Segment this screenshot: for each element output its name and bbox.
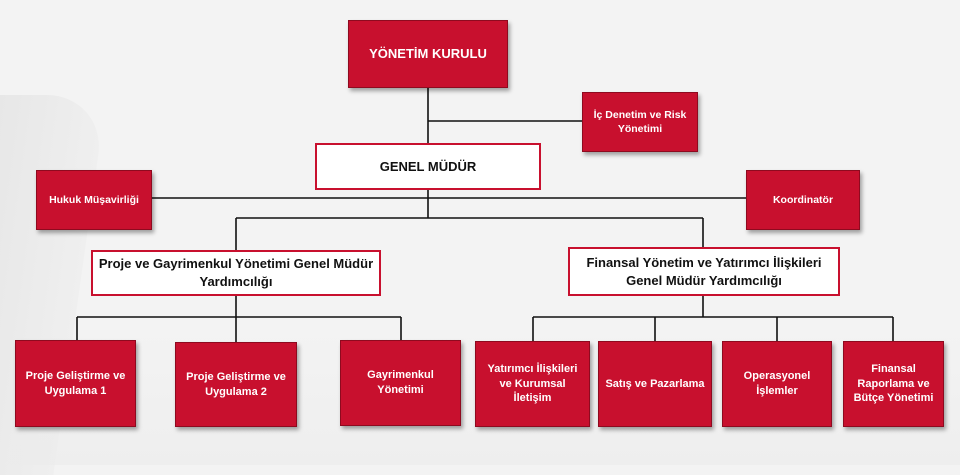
operational-transactions-box: Operasyonel İşlemler (722, 341, 832, 427)
financial-reporting-box: Finansal Raporlama ve Bütçe Yönetimi (843, 341, 944, 427)
legal-counsel-box: Hukuk Müşavirliği (36, 170, 152, 230)
board-box: YÖNETİM KURULU (348, 20, 508, 88)
connector-lines (76, 88, 894, 342)
general-manager-box: GENEL MÜDÜR (315, 143, 541, 190)
project-unit-2-box: Proje Geliştirme ve Uygulama 2 (175, 342, 297, 427)
real-estate-management-box: Gayrimenkul Yönetimi (340, 340, 461, 426)
project-deputy-box: Proje ve Gayrimenkul Yönetimi Genel Müdü… (91, 250, 381, 296)
sales-marketing-box: Satış ve Pazarlama (598, 341, 712, 427)
investor-relations-box: Yatırımcı İlişkileri ve Kurumsal İletişi… (475, 341, 590, 427)
internal-audit-box: İç Denetim ve Risk Yönetimi (582, 92, 698, 152)
project-unit-1-box: Proje Geliştirme ve Uygulama 1 (15, 340, 136, 427)
coordinator-box: Koordinatör (746, 170, 860, 230)
finance-deputy-box: Finansal Yönetim ve Yatırımcı İlişkileri… (568, 247, 840, 296)
